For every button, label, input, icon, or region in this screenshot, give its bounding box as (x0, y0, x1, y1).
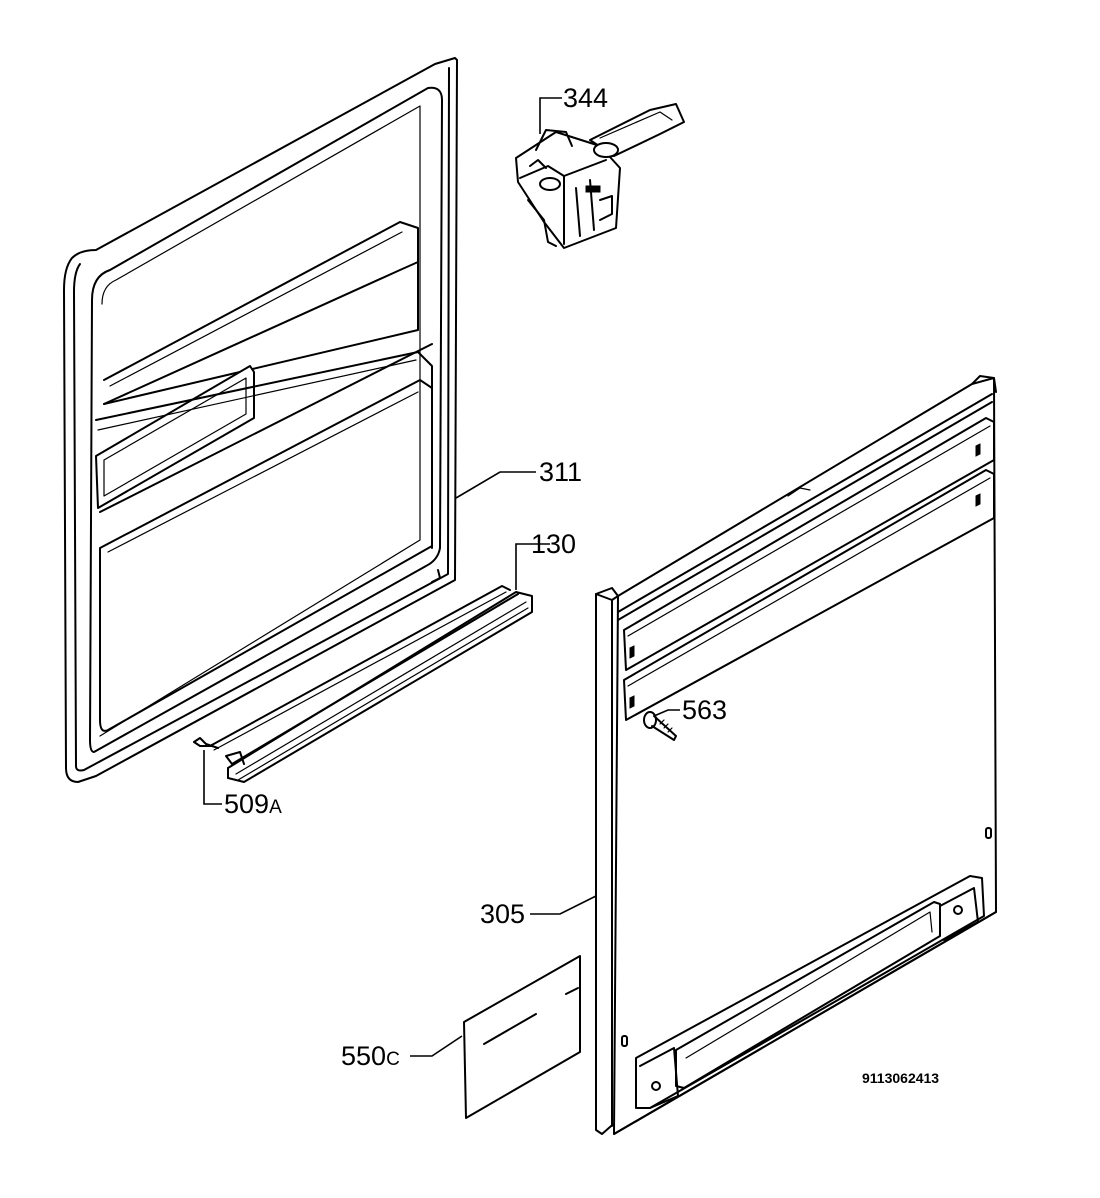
label-563: 563 (682, 695, 727, 725)
part-311-inner-door-panel (63, 57, 458, 783)
part-509a-wire-clip (193, 585, 511, 751)
drawing-number: 9113062413 (862, 1070, 939, 1086)
part-130-seal-strip (225, 591, 533, 783)
label-550c: 550C (341, 1041, 400, 1071)
label-344: 344 (563, 83, 608, 113)
label-305: 305 (480, 899, 525, 929)
label-509a: 509A (224, 789, 282, 819)
part-305-outer-door (595, 375, 997, 1135)
label-311: 311 (539, 457, 582, 487)
part-344-door-lock (515, 103, 685, 249)
part-550c-panel (463, 955, 581, 1119)
leader-lines (203, 97, 680, 1057)
part-563-screw (643, 711, 677, 741)
label-130: 130 (531, 529, 576, 559)
